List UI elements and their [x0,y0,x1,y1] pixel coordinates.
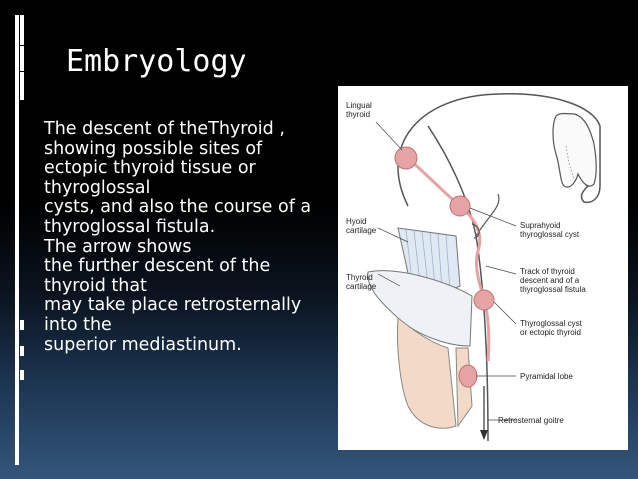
body-line: cysts, and also the course of a [44,197,312,218]
decorative-bar [20,346,24,356]
label-thyroid-cartilage: cartilage [346,282,377,291]
body-line: the further descent of the [44,256,271,277]
body-line: thyroid that [44,275,147,296]
thyroglossal-cyst-node [473,289,495,311]
decorative-bar [20,15,24,45]
thyroid-cartilage [367,270,473,347]
label-lingual-thyroid: thyroid [346,110,370,119]
label-track: descent and of a [520,276,580,285]
slide-body: The descent of theThyroid , showing poss… [44,119,334,355]
trachea [397,317,457,429]
thyroid-descent-figure: Lingual thyroid Hyoid cartilage Thyroid … [338,86,628,450]
body-line: superior mediastinum. [44,334,242,355]
label-hyoid-cartilage: cartilage [346,226,377,235]
label-thyroglossal-cyst: Thyroglossal cyst [520,319,583,328]
label-retrosternal-goitre: Retrosternal goitre [498,416,564,425]
body-line: thyroglossal [44,177,151,198]
body-line: The arrow shows [44,236,192,257]
pharynx-wall [427,125,489,442]
slide-title: Embryology [66,44,247,79]
thyroid-descent-track [406,156,491,362]
decorative-bar [20,46,24,71]
tongue-outline [397,93,601,207]
body-line: may take place retrosternally [44,295,302,316]
lingual-thyroid-node [394,146,418,170]
tooth-shape [552,112,597,188]
label-track: Track of thyroid [520,267,575,276]
label-lingual-thyroid: Lingual [346,101,372,110]
decorative-bar [20,370,24,380]
label-hyoid-cartilage: Hyoid [346,217,366,226]
body-line: ectopic thyroid tissue or [44,158,256,179]
body-line: thyroglossal fistula. [44,216,216,237]
label-track: thyroglossal fistula [520,285,586,294]
body-line: The descent of theThyroid , [44,119,285,139]
anatomy-diagram: Lingual thyroid Hyoid cartilage Thyroid … [346,93,601,442]
label-thyroid-cartilage: Thyroid [346,273,373,282]
label-thyroglossal-cyst: or ectopic thyroid [520,328,581,337]
body-line: into the [44,314,112,335]
label-pyramidal-lobe: Pyramidal lobe [520,372,573,381]
body-line: showing possible sites of [44,138,263,159]
label-suprahyoid-cyst: Suprahyoid [520,221,560,230]
label-suprahyoid-cyst: thyroglossal cyst [520,230,580,239]
decorative-bar [20,320,24,330]
decorative-bar [20,72,24,100]
suprahyoid-cyst-node [449,195,471,217]
pyramidal-lobe-node [458,364,478,388]
decorative-bar [15,15,19,465]
